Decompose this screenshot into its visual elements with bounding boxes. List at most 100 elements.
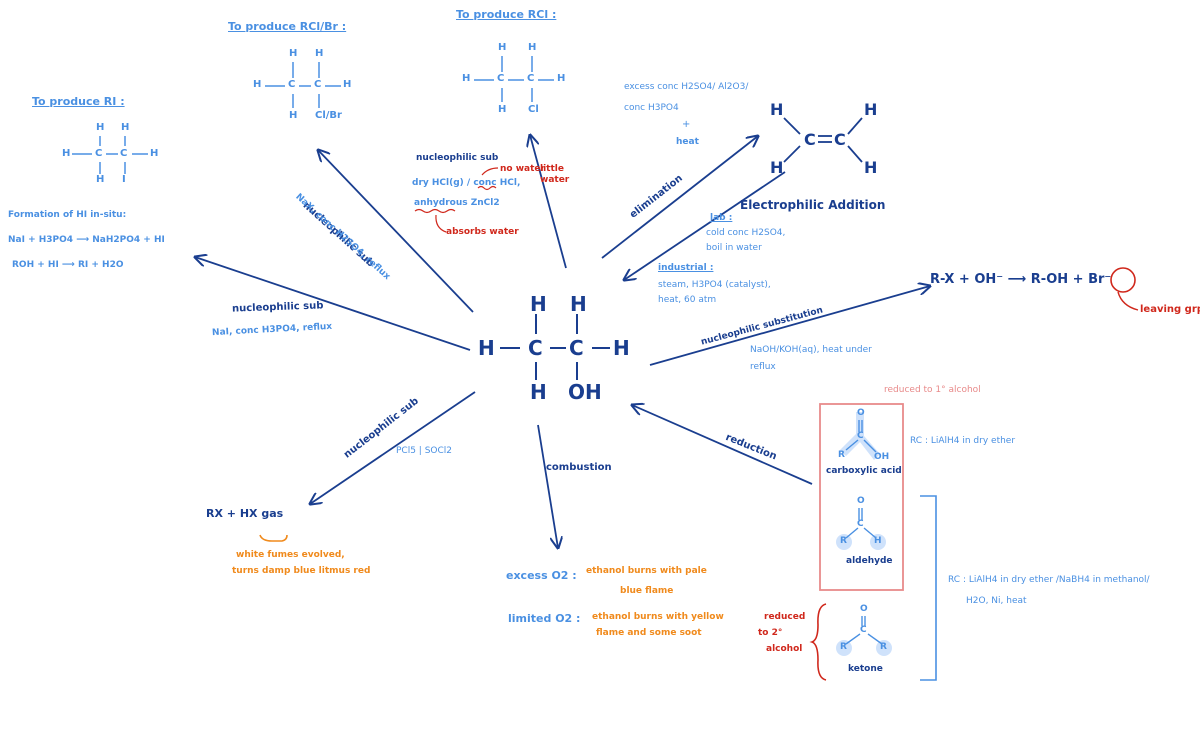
ethene-atom-h2: H xyxy=(770,158,784,177)
rcl-conditions-2: anhydrous ZnCl2 xyxy=(414,198,500,208)
ri-atom-h-bl: H xyxy=(96,174,105,185)
arrow-from-substitution xyxy=(649,286,930,366)
red-pointer-2 xyxy=(435,214,447,233)
rclbr-atom-h-r: H xyxy=(343,79,352,90)
rclbr-bonds xyxy=(265,62,341,108)
rcl-atom-h-l: H xyxy=(462,73,471,84)
combustion-excess-2: blue flame xyxy=(620,586,674,596)
rcl-atom-cl: Cl xyxy=(528,104,539,115)
ketone-note-1: reduced xyxy=(764,612,806,622)
ethanol-atom-h-left: H xyxy=(478,336,495,360)
aldehyde-atom-o: O xyxy=(857,496,865,506)
rclbr-atom-h-bl: H xyxy=(289,110,298,121)
ethene-atom-h4: H xyxy=(864,158,878,177)
rx-conditions: PCl5 | SOCl2 xyxy=(396,446,452,456)
rclbr-atom-h-tr: H xyxy=(315,48,324,59)
addition-lab-2: boil in water xyxy=(706,243,762,253)
elimination-conditions-2: conc H3PO4 xyxy=(624,103,679,113)
red-squiggle-2 xyxy=(477,185,497,191)
ethanol-atom-h-right: H xyxy=(613,336,630,360)
aldehyde-atom-h: H xyxy=(874,536,882,546)
carboxylic-acid-label: carboxylic acid xyxy=(826,466,902,476)
rcl-atom-c1: C xyxy=(497,73,505,84)
reduction-top-note: reduced to 1° alcohol xyxy=(884,385,981,395)
ri-atom-c1: C xyxy=(95,148,103,159)
rclbr-atom-clbr: Cl/Br xyxy=(315,110,342,121)
ethanol-atom-oh: OH xyxy=(568,380,602,404)
rclbr-atom-c2: C xyxy=(314,79,322,90)
addition-industrial-1: steam, H3PO4 (catalyst), xyxy=(658,280,771,290)
ri-atom-c2: C xyxy=(120,148,128,159)
rx-product: RX + HX gas xyxy=(206,507,284,520)
rcl-atom-c2: C xyxy=(527,73,535,84)
rx-note-2: turns damp blue litmus red xyxy=(232,566,371,576)
aldehyde-label: aldehyde xyxy=(846,556,893,566)
ethene-atom-h3: H xyxy=(864,100,878,119)
carboxylic-acid-atom-c: C xyxy=(857,431,864,441)
ketone-note-3: alcohol xyxy=(766,644,803,654)
rclbr-atom-c1: C xyxy=(288,79,296,90)
arrow-to-rcl-br xyxy=(318,150,474,313)
elimination-conditions-3: + xyxy=(682,119,691,130)
addition-industrial-heading: industrial : xyxy=(658,263,714,273)
carboxylic-acid-atom-o: O xyxy=(857,408,865,418)
rclbr-structure: H H H C C H H Cl/Br xyxy=(253,48,363,126)
ethene-structure: H H C C H H xyxy=(764,96,884,186)
arrow-elimination xyxy=(601,136,758,259)
reduction-1-box xyxy=(819,403,904,591)
rclbr-atom-h-tl: H xyxy=(289,48,298,59)
carboxylic-acid-structure: O C R OH xyxy=(832,406,892,466)
rc-conditions-1: RC : LiAlH4 in dry ether /NaBH4 in metha… xyxy=(948,575,1150,585)
combustion-excess-1: ethanol burns with pale xyxy=(586,566,707,576)
elimination-conditions-4: heat xyxy=(676,137,699,147)
substitution-leaving-group-note: leaving grp xyxy=(1140,304,1200,315)
ethanol-atom-c2: C xyxy=(569,336,584,360)
carboxylic-acid-atom-r: R xyxy=(838,450,845,460)
substitution-conditions-2: reflux xyxy=(750,362,776,372)
addition-lab-heading: lab : xyxy=(710,213,733,223)
rclbr-heading: To produce RCl/Br : xyxy=(228,20,347,33)
ri-atom-h-r: H xyxy=(150,148,159,159)
arrow-to-rx xyxy=(310,391,476,504)
rcl-structure: H H H C C H H Cl xyxy=(462,42,577,120)
ri-atom-h-tr: H xyxy=(121,122,130,133)
ketone-label: ketone xyxy=(848,664,883,674)
red-squiggle-1 xyxy=(414,208,456,214)
ethanol-structure: H H H C C H H OH xyxy=(470,292,640,407)
combustion-arrow-label: combustion xyxy=(546,462,612,473)
substitution-conditions-1: NaOH/KOH(aq), heat under xyxy=(750,345,872,355)
addition-industrial-2: heat, 60 atm xyxy=(658,295,717,305)
arrow-to-ri xyxy=(195,257,471,351)
carboxylic-acid-conditions: RC : LiAlH4 in dry ether xyxy=(910,436,1016,446)
combustion-limited-2: flame and some soot xyxy=(596,628,702,638)
ketone-structure: O C R R xyxy=(832,604,892,664)
ethanol-atom-h-top-right: H xyxy=(570,292,587,316)
arrow-addition xyxy=(624,171,786,280)
addition-label: Electrophilic Addition xyxy=(740,198,886,212)
rc-conditions-2: H2O, Ni, heat xyxy=(966,596,1027,606)
ketone-atom-c: C xyxy=(860,625,867,635)
carboxylic-acid-bonds xyxy=(840,412,880,460)
substitution-equation: R-X + OH⁻ ⟶ R-OH + Br⁻ xyxy=(930,272,1112,287)
ethene-atom-c1: C xyxy=(804,130,816,149)
rcl-conditions-1: dry HCl(g) / conc HCl, xyxy=(412,178,521,188)
ethene-atom-c2: C xyxy=(834,130,846,149)
arrow-reduction xyxy=(632,405,813,485)
elimination-conditions-1: excess conc H2SO4/ Al2O3/ xyxy=(624,82,749,92)
rclbr-atom-h-l: H xyxy=(253,79,262,90)
ri-atom-h-tl: H xyxy=(96,122,105,133)
ketone-bonds xyxy=(836,616,892,656)
ketone-atom-r1: R xyxy=(840,642,847,652)
aldehyde-atom-r: R xyxy=(840,536,847,546)
rcl-atom-h-r: H xyxy=(557,73,566,84)
rcl-bonds xyxy=(474,56,554,102)
ri-atom-i: I xyxy=(122,174,126,185)
arrow-combustion xyxy=(537,424,558,548)
ketone-atom-r2: R xyxy=(880,642,887,652)
leaving-group-pointer xyxy=(1117,291,1139,311)
rcl-arrow-label: nucleophilic sub xyxy=(416,153,499,163)
rcl-atom-h-bl: H xyxy=(498,104,507,115)
ri-equation-2: ROH + HI ⟶ RI + H2O xyxy=(12,260,124,270)
rc-bracket xyxy=(920,495,937,681)
